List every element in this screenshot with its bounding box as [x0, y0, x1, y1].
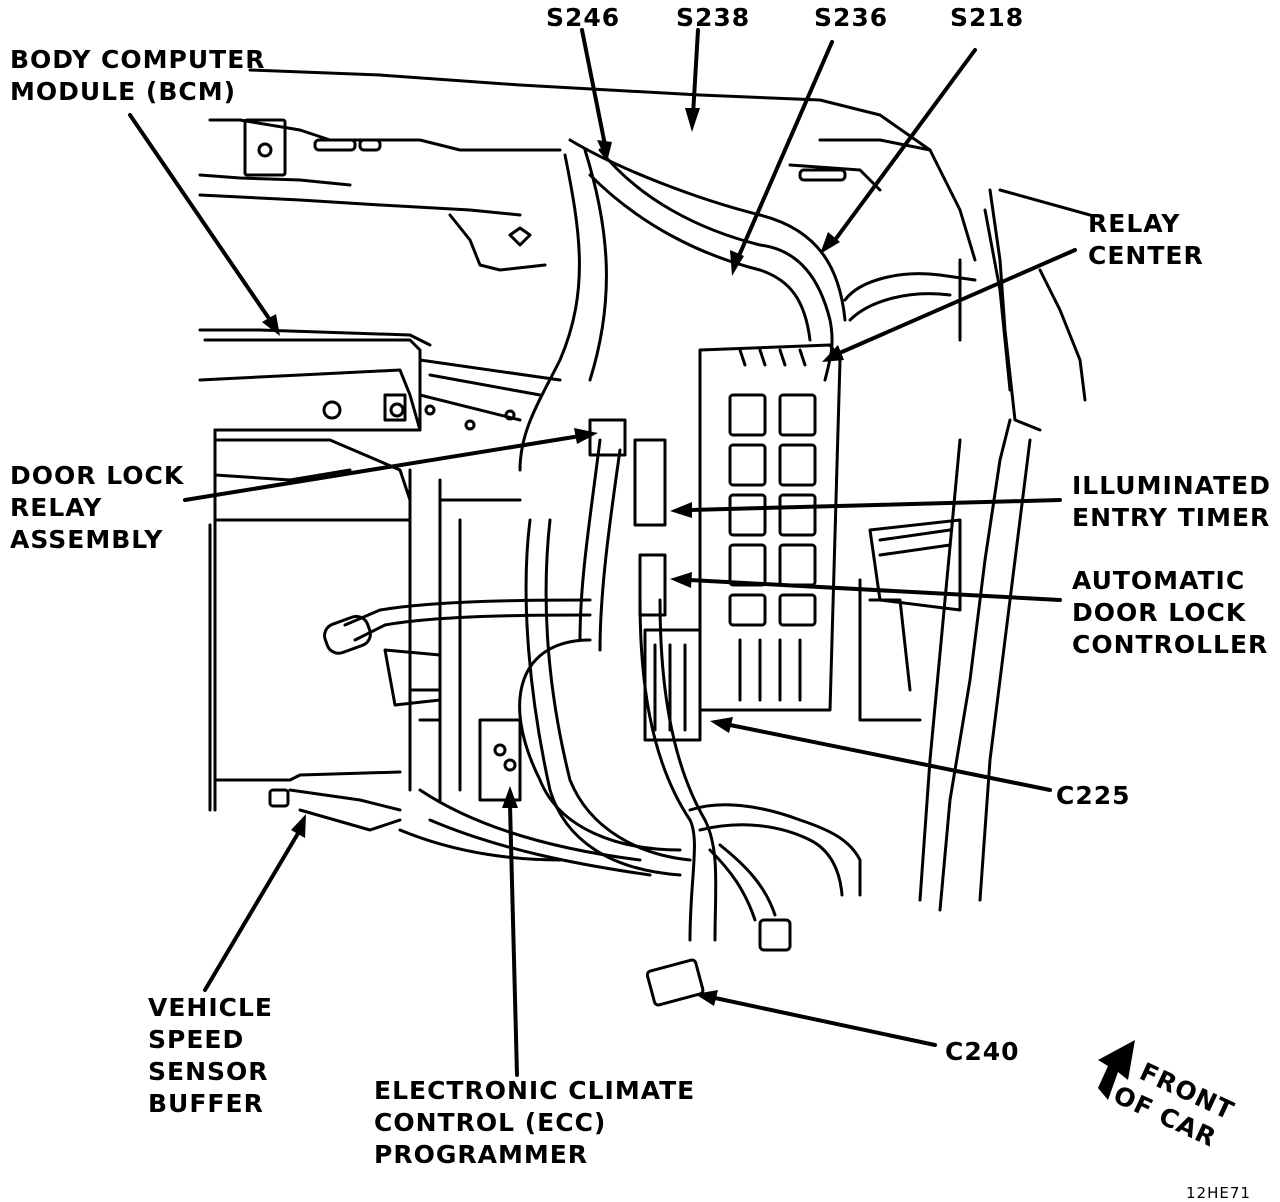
c225-connector-box [643, 628, 702, 742]
front-of-car-arrow-icon [1098, 1040, 1135, 1100]
center-bracket [268, 468, 522, 832]
wiring-harness [323, 138, 977, 1007]
label-relay-center: RELAY CENTER [1088, 208, 1204, 272]
label-bcm-line-1: BODY COMPUTER [10, 45, 266, 74]
dashboard-outline [198, 68, 1092, 912]
label-door-lock-relay-line-1: DOOR LOCK [10, 461, 185, 490]
label-door-lock-relay-line-3: ASSEMBLY [10, 525, 164, 554]
label-door-lock-relay-assembly: DOOR LOCK RELAY ASSEMBLY [10, 460, 184, 556]
label-s218: S218 [950, 3, 1025, 32]
label-s246: S246 [546, 3, 621, 32]
label-automatic-door-lock-controller: AUTOMATIC DOOR LOCK CONTROLLER [1072, 565, 1268, 661]
bcm-housing [203, 338, 562, 502]
label-c240: C240 [945, 1037, 1020, 1066]
label-vss-buffer-line-3: SENSOR [148, 1057, 269, 1086]
label-vss-buffer-line-2: SPEED [148, 1025, 245, 1054]
label-door-lock-relay-line-2: RELAY [10, 493, 103, 522]
label-c225: C225 [1056, 781, 1131, 810]
label-ecc-programmer-line-3: PROGRAMMER [374, 1140, 589, 1169]
label-automatic-door-lock-controller-line-3: CONTROLLER [1072, 630, 1269, 659]
label-illuminated-entry-timer-line-1: ILLUMINATED [1072, 471, 1271, 500]
relay-center-box [698, 343, 842, 712]
label-ecc-programmer-line-2: CONTROL (ECC) [374, 1108, 607, 1137]
door-lock-relay-box [588, 418, 627, 457]
label-automatic-door-lock-controller-line-2: DOOR LOCK [1072, 598, 1247, 627]
label-illuminated-entry-timer: ILLUMINATED ENTRY TIMER [1072, 470, 1271, 534]
label-vss-buffer-line-1: VEHICLE [148, 993, 274, 1022]
automatic-door-lock-controller-box [638, 553, 667, 617]
leader-lines [128, 28, 1077, 1077]
figure-code: 12HE71 [1186, 1184, 1251, 1202]
label-illuminated-entry-timer-line-2: ENTRY TIMER [1072, 503, 1271, 532]
label-s238: S238 [676, 3, 751, 32]
label-ecc-programmer: ELECTRONIC CLIMATE CONTROL (ECC) PROGRAM… [374, 1075, 695, 1171]
label-bcm: BODY COMPUTER MODULE (BCM) [10, 44, 266, 108]
label-relay-center-line-2: CENTER [1088, 241, 1204, 270]
illuminated-entry-timer-box [633, 438, 667, 527]
label-vss-buffer-line-4: BUFFER [148, 1089, 264, 1118]
label-relay-center-line-1: RELAY [1088, 209, 1181, 238]
label-bcm-line-2: MODULE (BCM) [10, 77, 237, 106]
label-s236: S236 [814, 3, 889, 32]
label-ecc-programmer-line-1: ELECTRONIC CLIMATE [374, 1076, 696, 1105]
label-automatic-door-lock-controller-line-1: AUTOMATIC [1072, 566, 1246, 595]
label-vehicle-speed-sensor-buffer: VEHICLE SPEED SENSOR BUFFER [148, 992, 273, 1120]
modules [588, 418, 962, 742]
